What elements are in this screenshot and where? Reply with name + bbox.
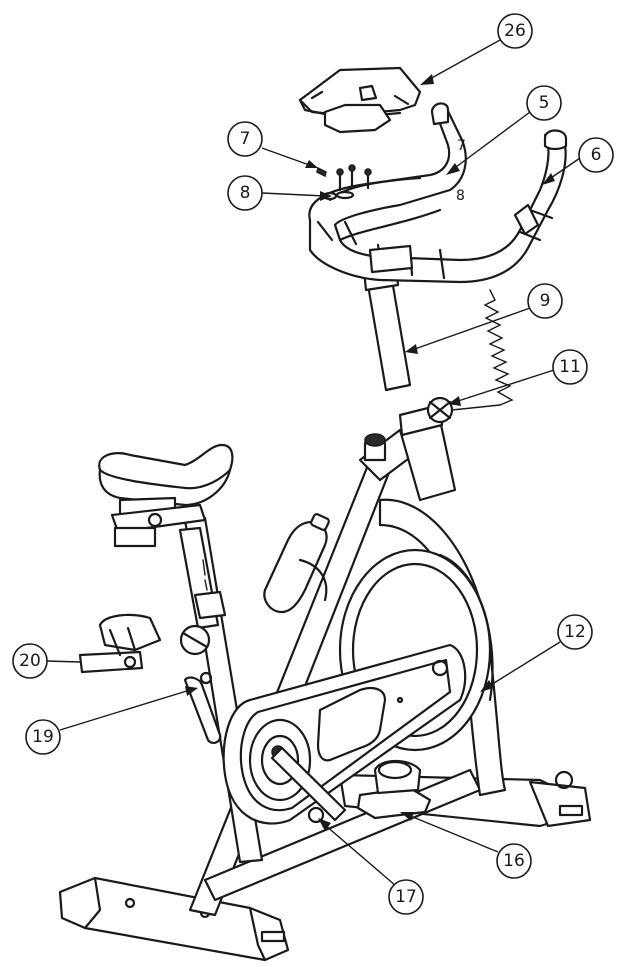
part-19-lever xyxy=(183,671,222,744)
part-20-seat-slider xyxy=(78,613,162,674)
callout-5-label: 5 xyxy=(539,93,550,113)
part-11-adjustment-knob xyxy=(426,289,514,424)
callout-6: 6 xyxy=(542,137,614,185)
callout-17: 17 xyxy=(318,818,424,915)
callout-12-label: 12 xyxy=(564,622,586,642)
seat-post xyxy=(178,526,227,630)
callout-16-label: 16 xyxy=(503,851,525,871)
part-26-console xyxy=(298,66,422,134)
seat-knob xyxy=(179,624,211,656)
callout-19-label: 19 xyxy=(32,727,54,747)
callout-11: 11 xyxy=(448,349,588,406)
pedal-right xyxy=(356,759,432,820)
callout-20: 20 xyxy=(12,643,81,679)
callout-16: 16 xyxy=(400,812,532,879)
callout-17-label: 17 xyxy=(395,887,417,907)
callout-11-label: 11 xyxy=(559,357,581,377)
callout-26: 26 xyxy=(420,13,533,85)
saddle xyxy=(98,443,234,548)
callout-26-label: 26 xyxy=(504,21,526,41)
callout-9-label: 9 xyxy=(540,291,551,311)
callout-8: 8 xyxy=(227,175,332,211)
inline-label-7: 7 xyxy=(457,138,466,154)
part-5-handlebar xyxy=(308,102,568,284)
callout-7: 7 xyxy=(227,121,318,168)
callout-8-label: 8 xyxy=(240,183,251,203)
callout-6-label: 6 xyxy=(591,145,602,165)
front-stabilizer xyxy=(58,876,290,962)
callout-7-label: 7 xyxy=(240,129,251,149)
callout-20-label: 20 xyxy=(19,651,41,671)
callout-19: 19 xyxy=(25,686,198,755)
callout-9: 9 xyxy=(405,283,563,354)
parts-7-8-fasteners xyxy=(316,164,372,201)
inline-label-8: 8 xyxy=(456,188,465,204)
part-9-handlebar-post xyxy=(362,263,412,392)
callout-5: 5 xyxy=(446,85,562,175)
crank-assembly xyxy=(248,718,347,824)
water-bottle xyxy=(263,513,330,614)
callout-12: 12 xyxy=(480,614,593,692)
